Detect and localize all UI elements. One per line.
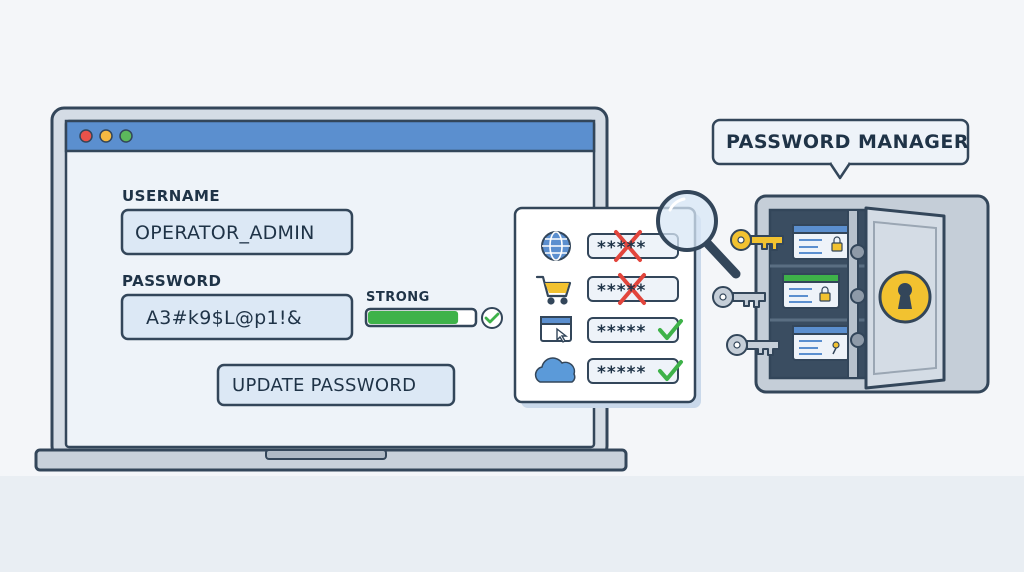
floor-band [0, 476, 1024, 572]
username-field-box[interactable] [120, 208, 354, 256]
vault-door [847, 206, 946, 390]
username-input-value[interactable]: OPERATOR_ADMIN [135, 222, 315, 244]
masked-field-box [587, 317, 679, 343]
credential-card [782, 273, 840, 309]
username-label: USERNAME [122, 187, 221, 205]
magnifying-glass-icon [656, 190, 741, 279]
red-x-icon [618, 273, 646, 305]
minimize-window-icon[interactable] [99, 129, 113, 143]
masked-password-2: ***** [597, 281, 647, 301]
password-label: PASSWORD [122, 272, 222, 290]
cloud-icon [534, 357, 576, 383]
update-password-button-box[interactable] [216, 363, 456, 407]
masked-password-1: ***** [597, 238, 647, 258]
password-manager-label: PASSWORD MANAGER [726, 131, 969, 153]
shopping-cart-icon [535, 275, 572, 305]
browser-window-icon [540, 316, 572, 343]
close-window-icon[interactable] [79, 129, 93, 143]
silver-key-icon [726, 334, 780, 356]
green-check-icon [658, 360, 683, 381]
red-x-icon [614, 230, 642, 262]
credential-card [792, 224, 850, 260]
masked-password-4: ***** [597, 363, 647, 383]
gold-key-icon [730, 229, 784, 251]
password-input-value[interactable]: A3#k9$L@p1!& [146, 307, 302, 329]
password-manager-label-bubble [711, 118, 970, 180]
laptop [34, 106, 628, 472]
silver-key-icon [712, 286, 766, 308]
strength-label: STRONG [366, 290, 430, 305]
maximize-window-icon[interactable] [119, 129, 133, 143]
password-field-box[interactable] [120, 293, 354, 341]
strength-meter-fill [368, 311, 459, 324]
masked-password-3: ***** [597, 322, 647, 342]
credential-card [792, 325, 850, 361]
masked-field-box [587, 358, 679, 384]
globe-icon [541, 231, 571, 261]
browser-titlebar [64, 119, 596, 153]
green-check-icon [658, 319, 683, 340]
update-password-button-label[interactable]: UPDATE PASSWORD [232, 375, 417, 396]
strong-check-icon [481, 307, 503, 329]
